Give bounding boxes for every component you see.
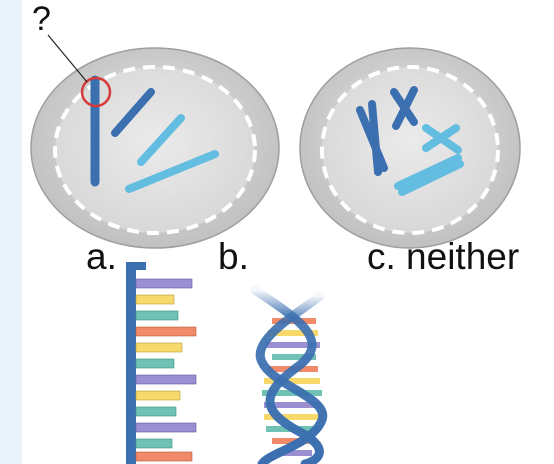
- dna-ladder-illustration: [126, 262, 197, 464]
- cell-b-nuclear-envelope: [320, 65, 500, 235]
- dna-double-helix-illustration: [250, 285, 328, 464]
- cell-b-chromosomes: [356, 86, 464, 196]
- replicated-chromosome-light-2: [394, 154, 464, 196]
- chromosome-short-dark: [111, 88, 155, 137]
- option-b-label: b.: [218, 236, 249, 277]
- cell-a-chromosomes: [90, 75, 219, 193]
- highlight-circle: [80, 76, 112, 108]
- chromosome-medium-light: [137, 114, 185, 166]
- helix-strand-2: [255, 291, 328, 464]
- replicated-chromosome-dark-2: [390, 86, 418, 130]
- helix-strand-1: [250, 285, 324, 464]
- cell-a: [30, 34, 280, 249]
- dna-base-pairs: [135, 278, 197, 462]
- question-mark-label: ?: [32, 0, 51, 38]
- dna-backbone: [126, 262, 136, 464]
- replicated-chromosome-light-1: [422, 124, 462, 154]
- left-margin-bar: [0, 0, 22, 464]
- option-a-label: a.: [86, 236, 117, 277]
- option-c-label: c. neither: [367, 236, 520, 277]
- chromosome-long-light: [125, 150, 219, 193]
- cell-b: [299, 47, 521, 249]
- replicated-chromosome-dark-1: [356, 100, 388, 176]
- pointer-line: [47, 34, 88, 83]
